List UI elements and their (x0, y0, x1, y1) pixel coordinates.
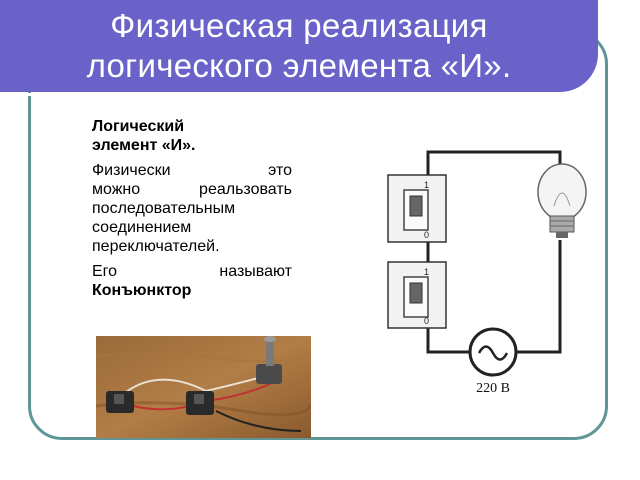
paragraph-2: Его называют Конъюнктор (92, 262, 292, 300)
para1-line-1: Физически это (92, 162, 292, 179)
switch-1-on-label: 1 (424, 180, 429, 190)
light-bulb-icon (537, 163, 587, 238)
switch-1-off-label: 0 (424, 230, 429, 240)
heading-line-2: элемент «И». (92, 137, 196, 154)
para2-line-1: Его называют (92, 263, 292, 280)
paragraph-1: Физически это можно реальзовать последов… (92, 161, 292, 256)
para1-line-2: можно реальзовать (92, 181, 292, 198)
photo-switch-2 (186, 391, 214, 415)
photo-lamp-holder (256, 336, 282, 384)
switch-1: 1 0 (387, 174, 447, 243)
voltage-label: 220 В (476, 381, 510, 396)
conjunctor-photo (96, 336, 311, 438)
title-line-2: логического элемента «И». (86, 47, 512, 84)
switch-2: 1 0 (387, 261, 447, 329)
heading: Логический элемент «И». (92, 117, 292, 155)
title-line-1: Физическая реализация (110, 7, 488, 44)
switch-2-on-label: 1 (424, 267, 429, 277)
para1-line-4: соединением (92, 219, 192, 236)
para1-line-3: последовательным (92, 200, 236, 217)
para2-line-2: Конъюнктор (92, 282, 192, 299)
title-underline (0, 93, 580, 96)
circuit-diagram: 1 0 1 0 220 В (387, 150, 587, 396)
para1-line-5: переключателей. (92, 238, 220, 255)
text-block: Логический элемент «И». Физически это мо… (92, 117, 292, 306)
heading-line-1: Логический (92, 118, 185, 135)
switch-2-off-label: 0 (424, 316, 429, 326)
photo-switch-1 (106, 391, 134, 413)
ac-source-icon (468, 327, 518, 377)
title-bar: Физическая реализация логического элемен… (0, 0, 598, 92)
slide-title: Физическая реализация логического элемен… (0, 6, 598, 86)
